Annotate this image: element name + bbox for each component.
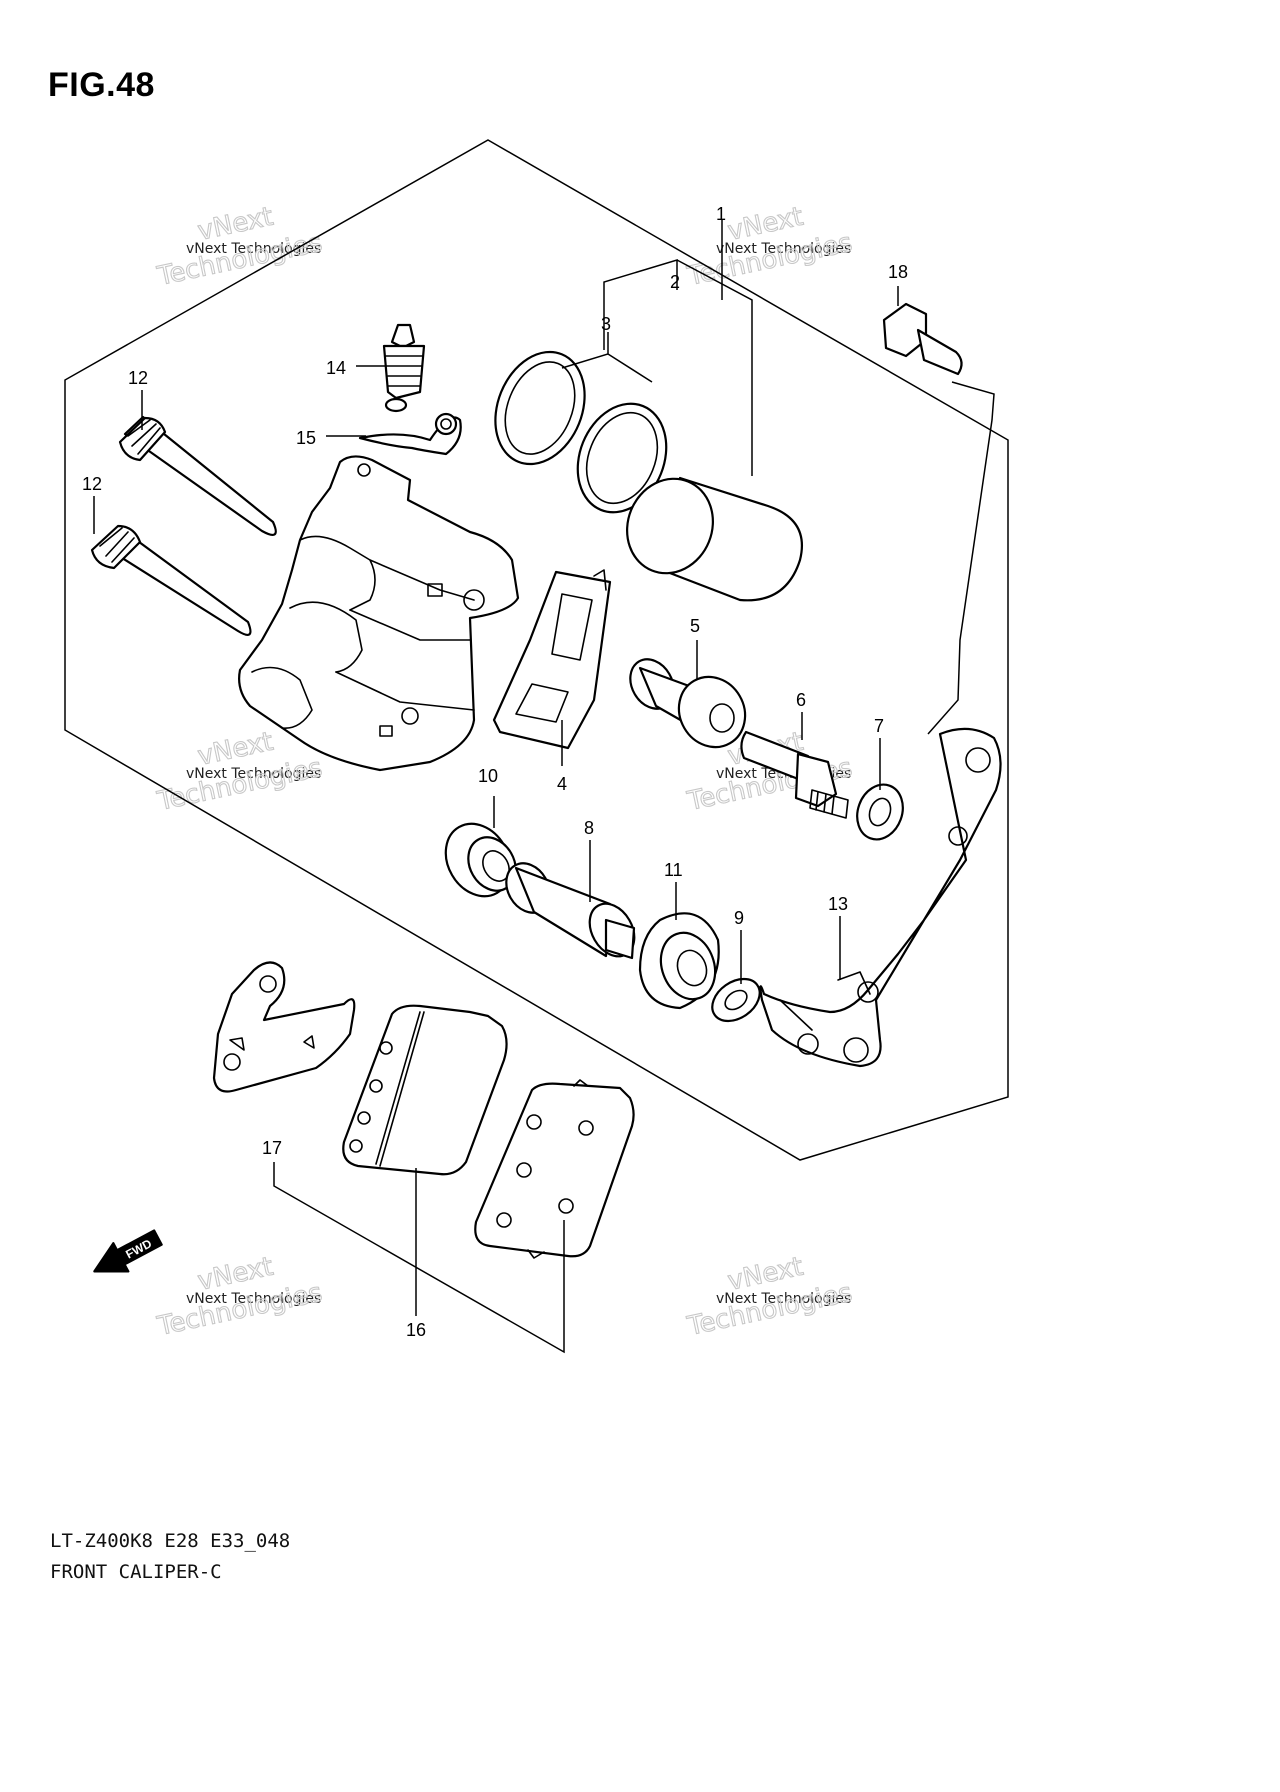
- callout-8: 8: [584, 818, 594, 838]
- part-brake-pad-inner: [342, 1004, 508, 1176]
- fwd-arrow-icon: FWD: [93, 1229, 163, 1273]
- part-bleeder-screw: [382, 323, 426, 413]
- part-washer-7: [856, 783, 904, 841]
- callout-18: 18: [888, 262, 908, 282]
- callout-15: 15: [296, 428, 316, 448]
- figure-title: FIG.48: [48, 66, 155, 104]
- part-piston-seal-outer: [494, 350, 586, 466]
- callout-16: 16: [406, 1320, 426, 1340]
- callout-9: 9: [734, 908, 744, 928]
- callout-10: 10: [478, 766, 498, 786]
- callout-4: 4: [557, 774, 567, 794]
- figure-name: FRONT CALIPER-C: [50, 1561, 222, 1583]
- watermark-small: vNext Technologies: [716, 241, 851, 257]
- part-sleeve: [629, 658, 747, 749]
- part-pad-shim: [212, 961, 356, 1093]
- callout-labels: 1 2 3 4 5 6 7 8 9 10 11 12 12 13 14 15 1…: [82, 204, 908, 1340]
- callout-6: 6: [796, 690, 806, 710]
- callout-3: 3: [601, 314, 611, 334]
- watermark-small: vNext Technologies: [716, 1291, 851, 1307]
- assembly-frame: [64, 139, 1009, 1161]
- callout-13: 13: [828, 894, 848, 914]
- callout-2: 2: [670, 272, 680, 292]
- part-slide-pin-lower: [90, 524, 252, 636]
- callout-12-upper: 12: [128, 368, 148, 388]
- part-caliper-bracket: [759, 727, 1002, 1068]
- callout-1: 1: [716, 204, 726, 224]
- watermark-top-left: vNext vNext Technologies Technologies: [154, 201, 326, 292]
- part-bleeder-cap: [358, 412, 462, 456]
- watermark-small: vNext Technologies: [186, 766, 321, 782]
- callout-7: 7: [874, 716, 884, 736]
- callout-14: 14: [326, 358, 346, 378]
- part-piston-seal-inner: [576, 402, 668, 514]
- watermark-bottom-right: vNext vNext Technologies Technologies: [684, 1251, 856, 1342]
- part-brake-pad-outer: [474, 1079, 635, 1259]
- model-code: LT-Z400K8 E28 E33_048: [50, 1530, 291, 1552]
- part-boot-11: [638, 912, 720, 1010]
- callout-17: 17: [262, 1138, 282, 1158]
- watermark-small: vNext Technologies: [186, 1291, 321, 1307]
- part-mounting-bolt: [882, 302, 963, 376]
- callout-12-lower: 12: [82, 474, 102, 494]
- part-pad-spring: [492, 569, 612, 750]
- part-pin-bolt: [740, 730, 849, 819]
- part-boot-10: [444, 822, 517, 898]
- part-piston: [626, 476, 803, 602]
- callout-5: 5: [690, 616, 700, 636]
- watermark-top-right: vNext vNext Technologies Technologies: [684, 201, 856, 292]
- part-caliper-body: [238, 455, 520, 772]
- leader-lines: [93, 220, 995, 1354]
- watermark-bottom-left: vNext vNext Technologies Technologies: [154, 1251, 326, 1342]
- callout-11: 11: [664, 860, 683, 880]
- part-slide-pin-upper: [118, 415, 277, 536]
- part-slide-pin-8: [505, 862, 636, 960]
- part-washer-9: [711, 977, 761, 1023]
